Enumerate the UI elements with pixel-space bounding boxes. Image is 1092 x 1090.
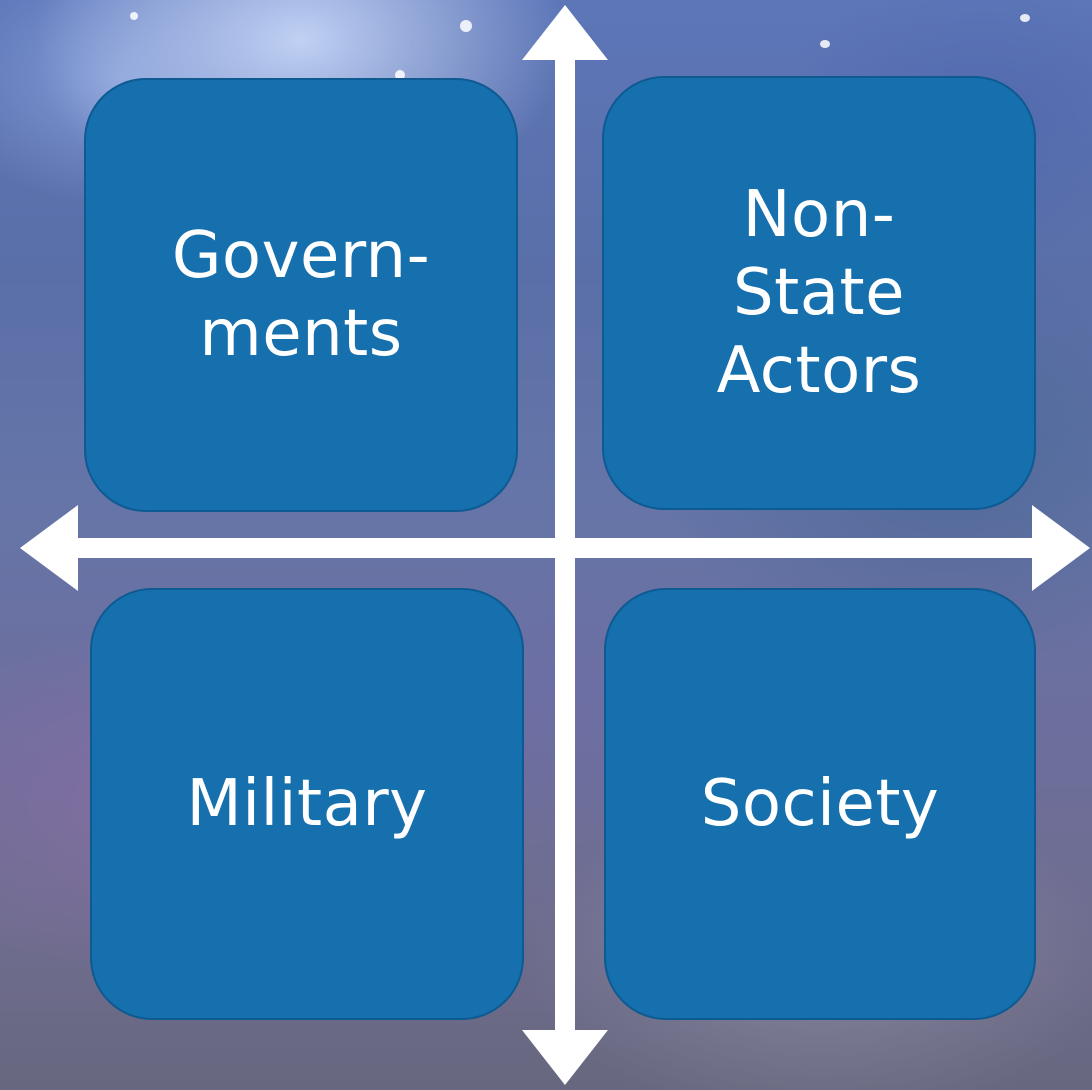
military-box: Military <box>90 588 524 1020</box>
governments-box: Govern- ments <box>84 78 518 512</box>
stage-light <box>460 20 472 32</box>
stage-light <box>395 70 405 80</box>
horizontal-axis-line <box>60 538 1036 558</box>
society-box: Society <box>604 588 1036 1020</box>
non-state-actors-box: Non- State Actors <box>602 76 1036 510</box>
up-arrow-head <box>522 5 608 60</box>
left-arrow-head <box>20 505 78 591</box>
governments-label: Govern- ments <box>171 219 431 371</box>
society-label: Society <box>700 767 940 841</box>
non-state-actors-label: Non- State Actors <box>716 178 922 408</box>
military-label: Military <box>186 767 428 841</box>
right-arrow-head <box>1032 505 1090 591</box>
down-arrow-head <box>522 1030 608 1085</box>
stage-light <box>130 12 138 20</box>
stage-light <box>820 40 830 48</box>
stage-light <box>1020 14 1030 22</box>
